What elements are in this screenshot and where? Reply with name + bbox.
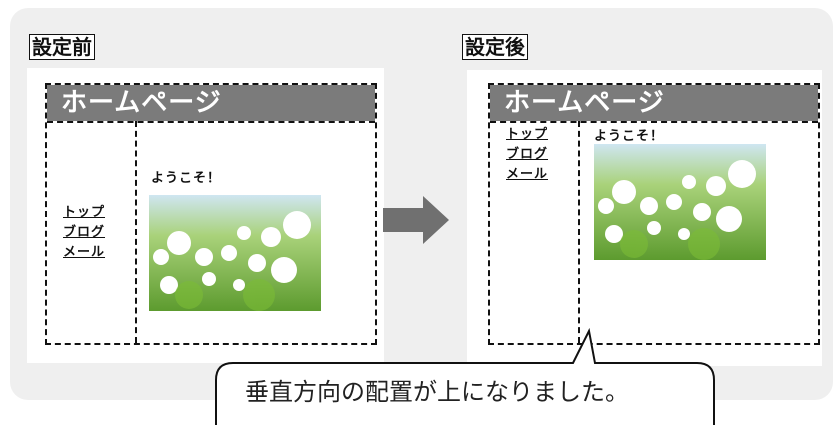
- flower-image: [594, 144, 766, 260]
- before-nav-top-link[interactable]: トップ: [63, 205, 106, 220]
- after-label: 設定後: [462, 34, 528, 60]
- after-flower-photo: [594, 144, 766, 260]
- before-nav: トップ ブログ メール: [63, 203, 105, 263]
- after-nav-mail-link[interactable]: メール: [506, 167, 549, 182]
- callout-text: 垂直方向の配置が上になりました。: [245, 378, 629, 406]
- after-nav-blog-link[interactable]: ブログ: [506, 147, 549, 162]
- before-flower-photo: [149, 195, 321, 311]
- before-header-divider: [47, 121, 375, 123]
- before-welcome-text: ようこそ！: [151, 171, 222, 186]
- before-page-mock: ホームページ トップ ブログ メール ようこそ！: [45, 83, 377, 345]
- before-label: 設定前: [29, 34, 95, 60]
- after-column-divider: [578, 121, 580, 343]
- after-nav: トップ ブログ メール: [506, 125, 548, 185]
- before-nav-mail-link[interactable]: メール: [63, 245, 106, 260]
- flower-image: [149, 195, 321, 311]
- after-page-mock: ホームページ トップ ブログ メール ようこそ！: [488, 83, 820, 345]
- after-header-divider: [490, 121, 818, 123]
- after-nav-top-link[interactable]: トップ: [506, 127, 549, 142]
- callout-bubble: [215, 328, 715, 425]
- right-arrow-icon: [383, 196, 449, 244]
- after-welcome-text: ようこそ！: [594, 129, 665, 144]
- before-page-header: ホームページ: [47, 85, 375, 121]
- before-column-divider: [135, 121, 137, 343]
- before-nav-blog-link[interactable]: ブログ: [63, 225, 106, 240]
- after-page-header: ホームページ: [490, 85, 818, 121]
